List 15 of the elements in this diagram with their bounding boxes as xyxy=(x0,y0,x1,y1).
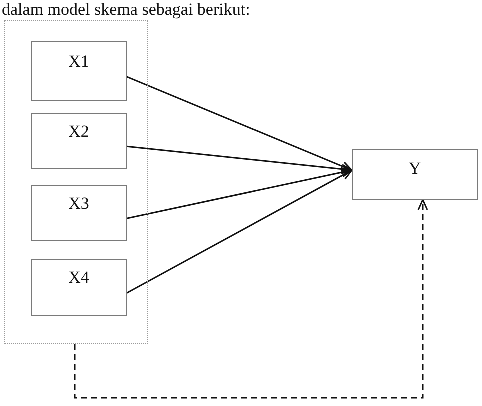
outcome-box xyxy=(352,149,478,200)
arrow xyxy=(126,76,353,172)
variable-box xyxy=(31,113,127,169)
intro-text: dalam model skema sebagai berikut: xyxy=(2,0,250,19)
variable-box xyxy=(31,259,127,316)
variable-name: X1 xyxy=(68,52,90,72)
dotted-group-frame xyxy=(4,20,148,344)
arrow xyxy=(126,170,353,294)
dashed-arrow xyxy=(74,199,428,399)
variable-name: Y xyxy=(408,159,422,179)
variable-name: X2 xyxy=(68,122,90,142)
variable-box xyxy=(31,41,127,101)
variable-box xyxy=(31,185,127,241)
variable-name: X4 xyxy=(68,268,90,288)
variable-name: X3 xyxy=(68,194,90,214)
